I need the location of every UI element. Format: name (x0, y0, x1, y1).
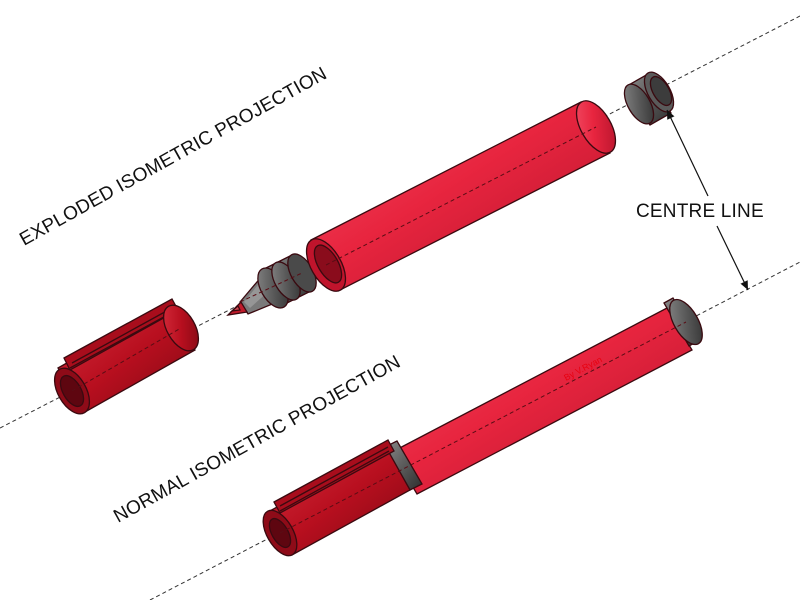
assembled-pen: By V.Ryan (262, 297, 703, 557)
exploded-barrel (305, 100, 617, 292)
exploded-tip (226, 253, 317, 316)
exploded-end-plug (623, 71, 675, 126)
label-centre-line: CENTRE LINE (636, 201, 764, 222)
centre-line-arrow-up (666, 109, 709, 197)
exploded-cap (53, 298, 200, 415)
centre-line-arrow-down (716, 225, 749, 291)
label-exploded-isometric: EXPLODED ISOMETRIC PROJECTION (16, 63, 330, 250)
